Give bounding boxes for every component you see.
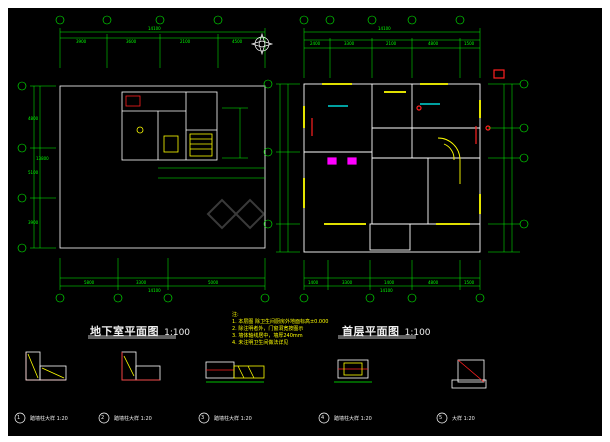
detail-3-scale: 1:20 xyxy=(240,416,252,422)
detail-bubbles xyxy=(14,412,448,424)
left-total-dim: 13800 xyxy=(36,156,49,161)
basement-room-block xyxy=(121,91,218,161)
basement-top-dim-3: 2100 xyxy=(180,39,191,44)
basement-stair xyxy=(189,133,213,157)
basement-plan xyxy=(59,85,266,249)
basement-plan-scale: 1:100 xyxy=(164,328,191,338)
general-notes: 注: 1. 本层图 除卫生间厨房外地面标高±0.000 2. 除注明者外，门窗洞… xyxy=(232,312,328,347)
north-arrow-icon xyxy=(250,32,274,56)
basement-bottom-total-dim: 14100 xyxy=(148,288,161,293)
detail-1 xyxy=(25,351,67,381)
axis-bubble-icon xyxy=(17,15,529,303)
ground-top-dim-2: 3300 xyxy=(344,41,355,46)
basement-dimensions xyxy=(30,28,266,290)
ground-floor-plan xyxy=(303,83,481,253)
detail-5-caption: 大样 1:20 xyxy=(452,415,475,422)
ground-bottom-total-dim: 14100 xyxy=(380,288,393,293)
left-dim-2: 5100 xyxy=(28,170,39,175)
window-accents xyxy=(303,83,481,225)
detail-5-label: 大样 xyxy=(452,416,463,422)
left-dim-1: 4800 xyxy=(28,116,39,121)
ground-top-dim-5: 1500 xyxy=(464,41,475,46)
left-dim-3: 3900 xyxy=(28,220,39,225)
basement-plan-title: 地下室平面图 xyxy=(90,325,159,338)
cad-sheet: 14100 3900 3600 2100 4500 5800 3300 5000… xyxy=(8,8,602,436)
ground-floor-outline xyxy=(303,83,481,253)
detail-4-num: 4 xyxy=(321,415,325,421)
detail-1-num: 1 xyxy=(17,415,21,421)
detail-2-scale: 1:20 xyxy=(140,416,152,422)
basement-top-dim-2: 3600 xyxy=(126,39,137,44)
ground-bottom-dim-5: 1500 xyxy=(464,280,475,285)
ground-top-dim-3: 2100 xyxy=(386,41,397,46)
ground-top-dim-4: 4800 xyxy=(428,41,439,46)
floor-plan-drawing xyxy=(14,15,529,424)
detail-5 xyxy=(451,359,487,389)
basement-bottom-dim-1: 5800 xyxy=(84,280,95,285)
ground-plan-title: 首层平面图 xyxy=(342,325,400,338)
detail-2-label: 踏墙柱大样 xyxy=(114,416,140,422)
basement-bottom-dim-3: 5000 xyxy=(208,280,219,285)
detail-2 xyxy=(121,351,161,381)
detail-3-label: 踏墙柱大样 xyxy=(214,416,240,422)
entrance-porch xyxy=(369,223,411,251)
detail-2-caption: 踏墙柱大样 1:20 xyxy=(114,415,152,422)
notes-line-3: 3. 墙体轴线居中，墙厚240mm xyxy=(232,333,303,339)
detail-drawings xyxy=(25,351,487,389)
detail-5-scale: 1:20 xyxy=(463,416,475,422)
ground-bottom-dim-1: 1400 xyxy=(308,280,319,285)
detail-3 xyxy=(205,361,265,383)
ground-bottom-dim-2: 3300 xyxy=(342,280,353,285)
basement-red-fixture xyxy=(125,95,141,107)
ground-top-total-dim: 14100 xyxy=(378,26,391,31)
detail-1-scale: 1:20 xyxy=(56,416,68,422)
ground-top-dim-1: 2400 xyxy=(310,41,321,46)
detail-4-label: 踏墙柱大样 xyxy=(334,416,360,422)
ground-plan-title-group: 首层平面图 1:100 xyxy=(342,320,431,339)
basement-site-outline xyxy=(59,85,266,249)
notes-heading: 注: xyxy=(232,312,239,318)
detail-1-caption: 踏墙柱大样 1:20 xyxy=(30,415,68,422)
detail-5-num: 5 xyxy=(439,415,443,421)
basement-top-total-dim: 14100 xyxy=(148,26,161,31)
detail-1-label: 踏墙柱大样 xyxy=(30,416,56,422)
detail-4-caption: 踏墙柱大样 1:20 xyxy=(334,415,372,422)
notes-line-4: 4. 未注明卫生间做法详见 xyxy=(232,340,289,346)
basement-bottom-dim-2: 3300 xyxy=(136,280,147,285)
detail-2-num: 2 xyxy=(101,415,105,421)
watermark-logo xyxy=(206,198,266,230)
ground-bottom-dim-3: 1400 xyxy=(384,280,395,285)
detail-3-caption: 踏墙柱大样 1:20 xyxy=(214,415,252,422)
notes-line-2: 2. 除注明者外，门窗洞宽按图示 xyxy=(232,326,304,332)
notes-line-1: 1. 本层图 除卫生间厨房外地面标高±0.000 xyxy=(232,319,329,325)
detail-4-scale: 1:20 xyxy=(360,416,372,422)
basement-plan-title-group: 地下室平面图 1:100 xyxy=(90,320,190,339)
basement-top-dim-1: 3900 xyxy=(76,39,87,44)
detail-4 xyxy=(334,359,372,383)
ground-bottom-dim-4: 4800 xyxy=(428,280,439,285)
ground-dimensions xyxy=(276,28,520,290)
basement-top-dim-4: 4500 xyxy=(232,39,243,44)
detail-3-num: 3 xyxy=(201,415,205,421)
ground-plan-scale: 1:100 xyxy=(404,328,431,338)
fixture-accents xyxy=(311,69,505,165)
